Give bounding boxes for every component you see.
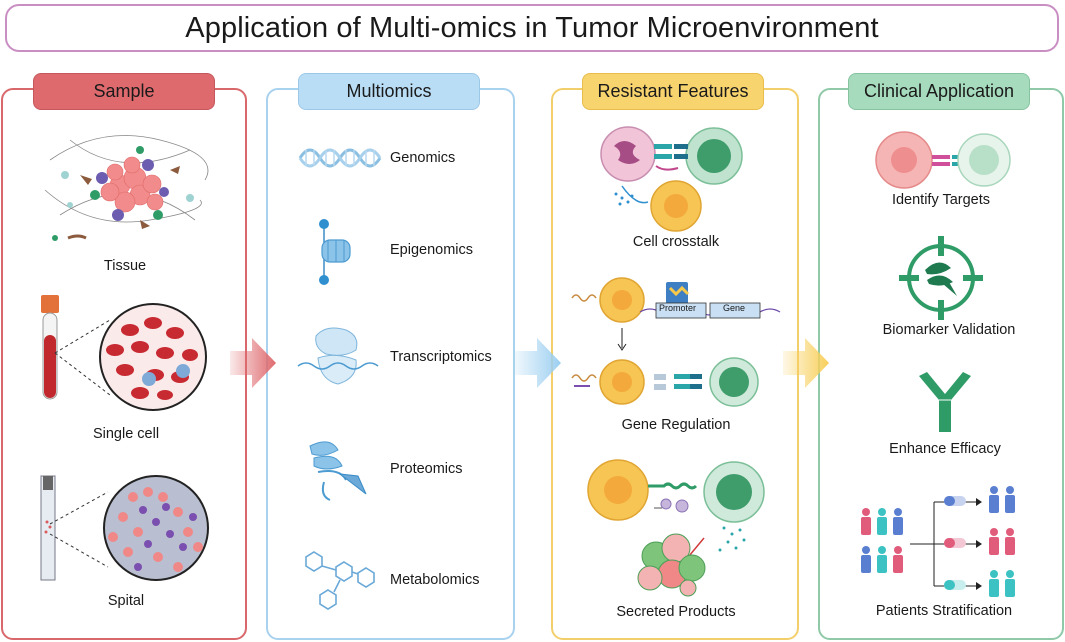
label-enhance-efficacy: Enhance Efficacy	[889, 441, 1001, 457]
flow-arrow-3	[783, 338, 829, 388]
patients-group	[861, 508, 903, 573]
label-identify-targets: Identify Targets	[891, 192, 991, 208]
label-genomics: Genomics	[390, 150, 456, 166]
biomarker-target-icon	[899, 236, 983, 320]
label-biomarker-validation: Biomarker Validation	[882, 322, 1016, 338]
label-tissue: Tissue	[103, 258, 147, 274]
protein-icon	[309, 441, 367, 501]
identify-targets-illustration	[875, 131, 1011, 189]
title-box: Application of Multi-omics in Tumor Micr…	[5, 4, 1059, 52]
label-spatial: Spital	[107, 593, 145, 609]
page-title: Application of Multi-omics in Tumor Micr…	[185, 11, 879, 44]
spatial-illustration	[40, 475, 209, 581]
metabolite-icon	[305, 551, 375, 610]
label-gene: Gene	[723, 303, 746, 313]
flow-arrow-2	[515, 338, 561, 388]
header-resistant-features: Resistant Features	[582, 73, 764, 110]
label-proteomics: Proteomics	[390, 461, 463, 477]
single-cell-illustration	[41, 295, 207, 411]
gene-regulation-illustration	[571, 277, 781, 407]
label-single-cell: Single cell	[92, 426, 160, 442]
nucleosome-icon	[319, 219, 351, 285]
secreted-products-illustration	[587, 459, 765, 597]
header-sample: Sample	[33, 73, 215, 110]
tissue-illustration	[44, 135, 209, 241]
label-epigenomics: Epigenomics	[390, 242, 474, 258]
label-gene-regulation: Gene Regulation	[621, 417, 731, 433]
header-multiomics: Multiomics	[298, 73, 480, 110]
label-secreted-products: Secreted Products	[616, 604, 736, 620]
header-clinical-application: Clinical Application	[848, 73, 1030, 110]
label-patients-stratification: Patients Stratification	[875, 603, 1013, 619]
label-cell-crosstalk: Cell crosstalk	[632, 234, 720, 250]
dna-icon	[298, 148, 382, 168]
patient-stratification-illustration	[861, 486, 1015, 597]
antibody-icon	[919, 372, 971, 432]
label-metabolomics: Metabolomics	[390, 572, 480, 588]
cell-crosstalk-illustration	[600, 126, 743, 232]
label-transcriptomics: Transcriptomics	[390, 349, 492, 365]
label-promoter: Promoter	[659, 303, 697, 313]
ribosome-icon	[297, 327, 379, 385]
flow-arrow-1	[230, 338, 276, 388]
